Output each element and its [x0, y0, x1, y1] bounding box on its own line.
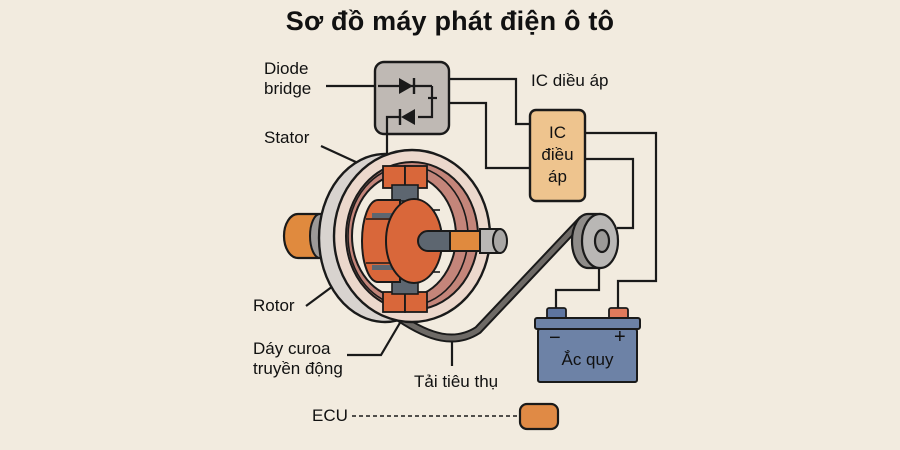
- wires: [305, 77, 658, 366]
- diode-icon: [401, 109, 415, 125]
- label-diode-bridge: Diode bridge: [264, 59, 311, 99]
- wire-diode-to-ic-top: [449, 77, 530, 126]
- ecu[interactable]: [352, 402, 560, 431]
- wire-ic-to-pulley: [585, 157, 635, 230]
- ic-box-label-line1: IC: [549, 123, 566, 142]
- diode-icon: [399, 78, 413, 94]
- label-diode-bridge-line2: bridge: [264, 79, 312, 98]
- ic-box-label-line2: điều: [541, 145, 574, 164]
- pulley: [570, 212, 620, 270]
- battery[interactable]: [534, 307, 641, 383]
- ic-box-label-line3: áp: [548, 167, 567, 186]
- wire-pulley-to-battery-neg: [554, 267, 601, 309]
- wire-diode-to-ic-side: [449, 101, 530, 170]
- ic-regulator[interactable]: [528, 108, 587, 203]
- label-stator: Stator: [264, 128, 310, 147]
- label-diode-bridge-line1: Diode: [264, 59, 309, 78]
- label-ecu: ECU: [312, 406, 348, 425]
- battery-label: Ắc quy: [561, 350, 614, 369]
- diagram-title: Sơ đồ máy phát điện ô tô: [285, 6, 615, 36]
- ecu-box: [518, 402, 560, 431]
- shaft: [417, 228, 508, 254]
- label-load: Tải tiêu thụ: [414, 372, 499, 391]
- label-ic-regulator: IC diều áp: [531, 71, 609, 90]
- drive-belt: [395, 215, 587, 343]
- alternator[interactable]: [282, 148, 508, 324]
- stator-leader: [320, 145, 359, 164]
- label-rotor: Rotor: [253, 296, 295, 315]
- wire-ic-to-battery-pos: [585, 131, 658, 308]
- label-belt: Dáy curoa truyền động: [253, 339, 343, 379]
- diode-bridge[interactable]: [373, 60, 451, 136]
- battery-minus-sign: −: [549, 327, 561, 349]
- belt-leader: [347, 315, 405, 357]
- ic-box-label: IC điều áp: [530, 122, 585, 188]
- label-belt-line2: truyền động: [253, 359, 343, 378]
- battery-plus-sign: +: [614, 326, 626, 348]
- label-belt-line1: Dáy curoa: [253, 339, 331, 358]
